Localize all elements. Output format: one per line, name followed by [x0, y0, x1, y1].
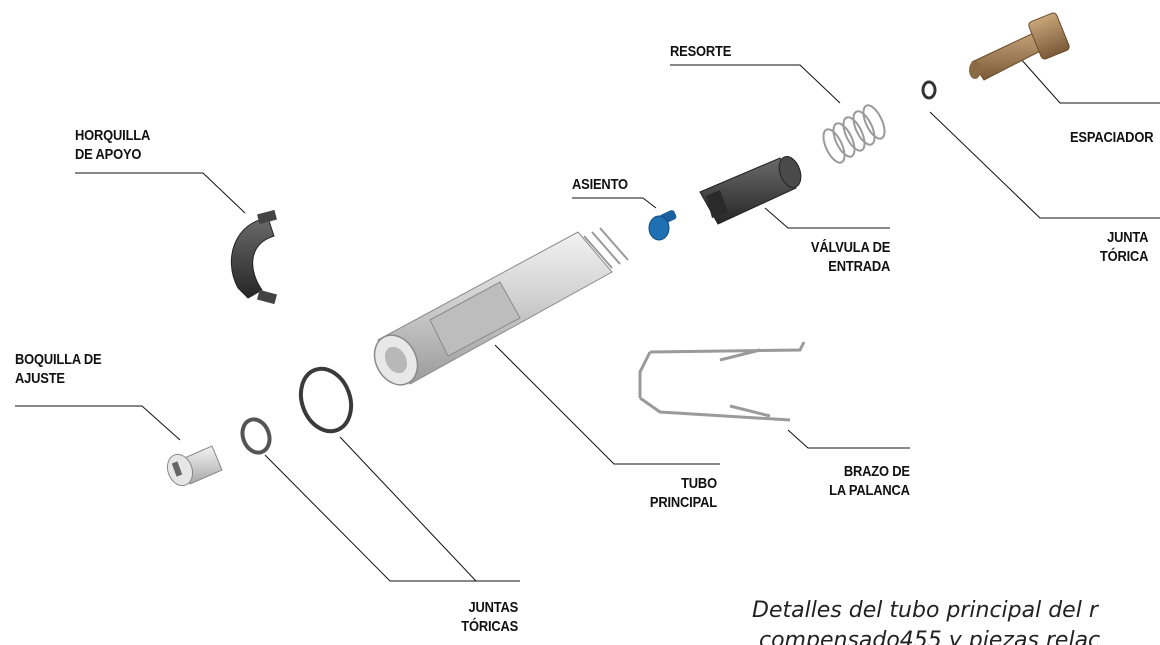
label-junta: JUNTA TÓRICA [1099, 229, 1149, 265]
leader-resorte [670, 64, 841, 104]
label-juntas: JUNTAS TÓRICAS [461, 599, 518, 635]
leader-lines [15, 57, 1160, 582]
label-valvula: VÁLVULA DE ENTRADA [810, 239, 890, 275]
inlet-valve-part [699, 156, 802, 225]
figure-caption: Detalles del tubo principal del r compen… [752, 598, 1101, 645]
leader-brazo [787, 429, 910, 449]
leader-junta [929, 111, 1160, 219]
support-fork-part [230, 209, 277, 305]
leader-asiento [572, 197, 657, 209]
adjusting-nozzle-part [166, 445, 223, 487]
lever-arm-part [638, 341, 806, 422]
o-ring-large-part [298, 366, 354, 434]
leader-juntas-a [339, 436, 520, 582]
leader-boquilla [15, 405, 181, 441]
label-horquilla: HORQUILLA DE APOYO [75, 127, 151, 163]
leader-juntas-b [264, 454, 476, 582]
main-tube-part [373, 227, 629, 386]
leader-horquilla [75, 172, 246, 214]
label-boquilla: BOQUILLA DE AJUSTE [15, 351, 102, 387]
spacer-part [969, 12, 1070, 81]
label-asiento: ASIENTO [572, 176, 628, 193]
o-ring-small-part [921, 80, 937, 100]
leader-valvula [764, 207, 890, 229]
o-ring-medium-part [240, 417, 272, 455]
label-resorte: RESORTE [670, 43, 732, 60]
label-brazo: BRAZO DE LA PALANCA [829, 463, 910, 499]
label-espaciador: ESPACIADOR [1070, 129, 1154, 146]
spring-part [822, 104, 886, 164]
label-tubo: TUBO PRINCIPAL [649, 475, 717, 511]
leader-tubo [494, 344, 720, 465]
leader-espaciador [1019, 57, 1160, 104]
seat-part [648, 210, 677, 241]
